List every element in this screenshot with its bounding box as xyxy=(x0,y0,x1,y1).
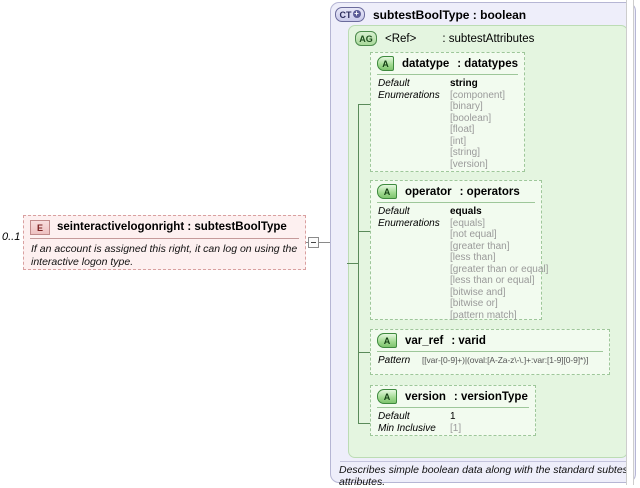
facet-enum-item: [pattern match] xyxy=(450,309,517,321)
facet-enum-item: [component] xyxy=(450,89,506,101)
attribute-badge-icon: A xyxy=(377,333,397,348)
attribute-type-var-ref: : varid xyxy=(451,334,486,347)
connector-segment-left xyxy=(306,242,309,243)
facet-enum-item: [bitwise or] xyxy=(450,298,498,309)
tree-branch-datatype xyxy=(358,104,370,105)
facet-enum-item: [string] xyxy=(450,147,481,158)
facet-label-column: Default Enumerations xyxy=(378,78,450,170)
attribute-group-ref: <Ref> xyxy=(385,32,417,45)
attribute-name-version: version xyxy=(405,390,446,403)
attribute-header-datatype: A datatype : datatypes xyxy=(371,53,524,73)
element-cardinality: 0..1 xyxy=(2,231,21,243)
attribute-badge-icon: A xyxy=(377,389,397,404)
element-card-seinteractivelogonright[interactable]: E seinteractivelogonright : subtestBoolT… xyxy=(23,215,306,270)
facet-label-pattern: Pattern xyxy=(378,355,411,366)
complextype-footer-annotation: Describes simple boolean data along with… xyxy=(339,464,631,488)
connector-segment-right xyxy=(319,242,331,243)
facet-value-default: equals xyxy=(450,206,482,217)
attribute-name-var-ref: var_ref xyxy=(405,334,444,347)
tree-branch-varref xyxy=(358,352,370,353)
facet-enum-item: [binary] xyxy=(450,101,483,112)
facet-enum-item: [greater than] xyxy=(450,240,510,252)
element-documentation: If an account is assigned this right, it… xyxy=(31,243,298,268)
facet-label-enumerations: Enumerations xyxy=(378,217,440,229)
attribute-name-datatype: datatype xyxy=(401,57,450,70)
attribute-badge-icon: A xyxy=(377,184,397,199)
facet-enum-item: [int] xyxy=(450,135,467,147)
facet-value-default: string xyxy=(450,78,478,89)
complextype-footer-divider xyxy=(340,461,626,462)
attribute-divider xyxy=(377,351,603,352)
attribute-group-type: : subtestAttributes xyxy=(442,32,535,45)
facet-enum-item: [boolean] xyxy=(450,112,492,124)
attribute-header-operator: A operator : operators xyxy=(371,181,541,201)
attribute-header-var-ref: A var_ref : varid xyxy=(371,330,609,350)
facet-value-column: string [component] [binary] [boolean] [f… xyxy=(450,78,518,170)
expand-plus-icon[interactable]: + xyxy=(352,9,361,18)
facet-label-column: Default Enumerations xyxy=(378,206,450,321)
attribute-card-datatype[interactable]: A datatype : datatypes Default Enumerati… xyxy=(370,52,525,172)
facet-enum-item: [float] xyxy=(450,124,475,135)
attribute-facets-operator: Default Enumerations equals [equals] [no… xyxy=(371,203,548,325)
attribute-type-datatype: : datatypes xyxy=(457,57,518,70)
facet-enum-item: [less than or equal] xyxy=(450,275,535,286)
attribute-card-version[interactable]: A version : versionType Default Min Incl… xyxy=(370,385,536,436)
attribute-header-version: A version : versionType xyxy=(371,386,535,406)
tree-branch-version xyxy=(358,423,370,424)
facet-value-column: equals [equals] [not equal] [greater tha… xyxy=(450,206,548,321)
attribute-card-var-ref[interactable]: A var_ref : varid Pattern [[var-[0-9]+)|… xyxy=(370,329,610,375)
facet-label-enumerations: Enumerations xyxy=(378,89,440,101)
facet-enum-item: [less than] xyxy=(450,252,496,263)
facet-enum-item: [version] xyxy=(450,158,488,170)
facet-value-min-inclusive: [1] xyxy=(450,422,462,434)
tree-trunk xyxy=(358,104,359,423)
tree-branch-operator xyxy=(358,231,370,232)
facet-label-column: Default Min Inclusive xyxy=(378,411,450,434)
facet-label-default: Default xyxy=(378,206,410,217)
facet-value-column: 1 [1] xyxy=(450,411,529,434)
vertical-scrollbar[interactable] xyxy=(626,0,634,485)
attribute-divider xyxy=(377,202,535,203)
attribute-card-operator[interactable]: A operator : operators Default Enumerati… xyxy=(370,180,548,321)
attribute-divider xyxy=(377,407,529,408)
facet-enum-item: [equals] xyxy=(450,217,486,229)
facet-enum-item: [not equal] xyxy=(450,229,497,240)
attribute-facets-var-ref: Pattern [[var-[0-9]+)|(oval:[A-Za-z\-\.]… xyxy=(371,352,609,370)
facet-enum-item: [greater than or equal] xyxy=(450,263,549,275)
facet-enum-item: [bitwise and] xyxy=(450,286,506,298)
element-header: E seinteractivelogonright : subtestBoolT… xyxy=(24,216,305,238)
collapse-toggle-icon[interactable] xyxy=(308,237,319,248)
attribute-divider xyxy=(377,74,518,75)
attribute-type-operator: : operators xyxy=(459,185,520,198)
facet-value-pattern: [[var-[0-9]+)|(oval:[A-Za-z\-\.]+:var:[1… xyxy=(422,355,589,365)
element-title: seinteractivelogonright : subtestBoolTyp… xyxy=(57,221,287,233)
tree-root-stem xyxy=(347,263,358,264)
element-divider xyxy=(30,238,299,239)
complextype-badge-icon: CT+ xyxy=(335,7,365,22)
attribute-facets-version: Default Min Inclusive 1 [1] xyxy=(371,408,535,438)
facet-label-default: Default xyxy=(378,411,410,422)
attribute-name-operator: operator xyxy=(405,185,452,198)
attribute-facets-datatype: Default Enumerations string [component] … xyxy=(371,75,524,174)
element-badge-icon: E xyxy=(30,219,50,235)
facet-label-default: Default xyxy=(378,78,410,89)
facet-value-default: 1 xyxy=(450,411,456,422)
attribute-group-header: AG <Ref> : subtestAttributes xyxy=(355,31,534,46)
attribute-type-version: : versionType xyxy=(453,390,528,403)
attribute-group-badge-icon: AG xyxy=(355,31,377,46)
facet-label-min-inclusive: Min Inclusive xyxy=(378,422,436,434)
complextype-header: CT+ subtestBoolType : boolean xyxy=(335,7,526,22)
attribute-badge-icon: A xyxy=(377,56,394,71)
complextype-title: subtestBoolType : boolean xyxy=(373,7,527,22)
